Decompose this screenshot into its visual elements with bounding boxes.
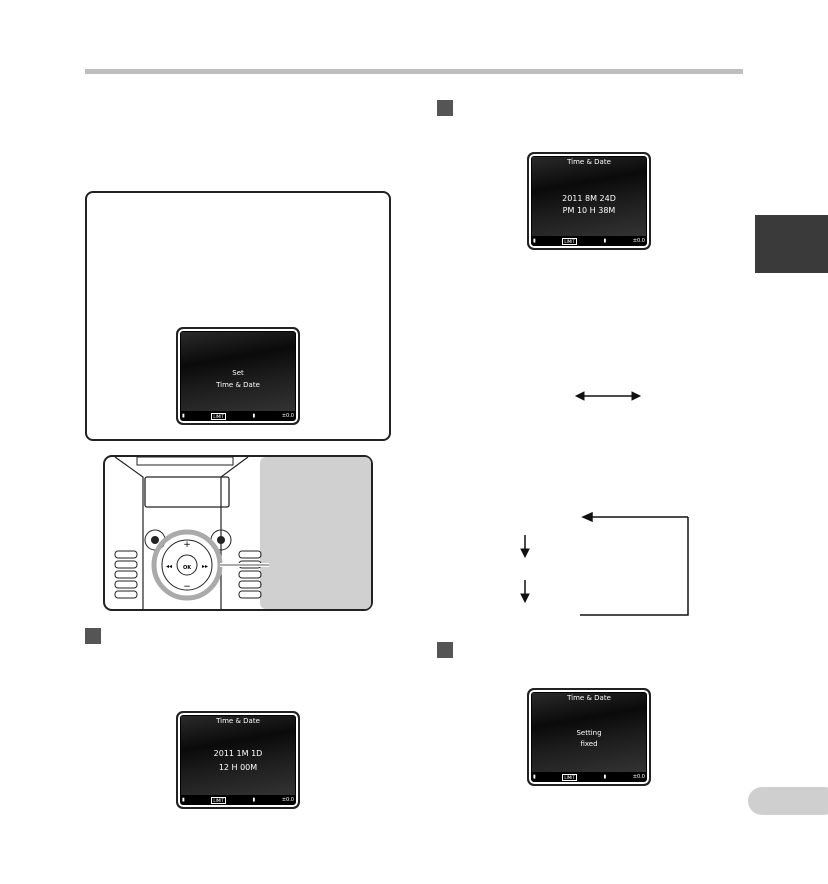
level-text: ±0.0 bbox=[632, 238, 645, 244]
step-marker bbox=[437, 100, 453, 116]
chapter-tab bbox=[755, 215, 828, 273]
display-time-date-year: Time & Date 2011 1M 1D 12 H 00M ▮LIMIT▮±… bbox=[176, 711, 300, 809]
plus-label: + bbox=[183, 540, 191, 550]
limit-badge: LIMIT bbox=[211, 796, 226, 804]
header-rule bbox=[85, 69, 743, 74]
status-bar: ▮LIMIT▮±0.0 bbox=[533, 773, 645, 781]
callout-box bbox=[85, 191, 391, 441]
screen-line: 2011 8M 24D bbox=[562, 194, 616, 203]
screen-line: 12 H 00M bbox=[218, 763, 258, 772]
screen-title: Time & Date bbox=[216, 717, 260, 725]
minus-label: − bbox=[183, 582, 191, 592]
down-arrow-icon bbox=[520, 535, 530, 604]
step-marker bbox=[437, 642, 453, 658]
recorder-illustration: + − OK ◂◂ ▸▸ bbox=[103, 455, 373, 611]
ok-label: OK bbox=[183, 565, 192, 571]
screen-line: Set bbox=[232, 369, 244, 377]
limit-badge: LIMIT bbox=[562, 237, 577, 245]
status-bar: ▮LIMIT▮±0.0 bbox=[533, 237, 645, 245]
level-text: ±0.0 bbox=[632, 774, 645, 780]
display-set-time-date: Set Time & Date ▮LIMIT▮±0.0 bbox=[176, 327, 300, 425]
screen-title: Time & Date bbox=[567, 158, 611, 166]
display-time-date-hour: Time & Date 2011 8M 24D PM 10 H 38M ▮LIM… bbox=[527, 152, 651, 250]
screen-line: Time & Date bbox=[216, 381, 260, 389]
level-text: ±0.0 bbox=[281, 413, 294, 419]
step-marker bbox=[85, 628, 101, 644]
screen-line: Setting bbox=[576, 729, 602, 737]
status-bar: ▮LIMIT▮±0.0 bbox=[182, 796, 294, 804]
limit-badge: LIMIT bbox=[211, 412, 226, 420]
level-text: ±0.0 bbox=[281, 797, 294, 803]
loop-arrow-icon bbox=[580, 511, 689, 616]
screen-title: Time & Date bbox=[567, 694, 611, 702]
svg-text:◂◂: ◂◂ bbox=[166, 563, 172, 570]
screen-line: fixed bbox=[580, 740, 598, 748]
status-bar: ▮LIMIT▮±0.0 bbox=[182, 412, 294, 420]
display-setting-fixed: Time & Date Setting fixed ▮LIMIT▮±0.0 bbox=[527, 688, 651, 786]
limit-badge: LIMIT bbox=[562, 773, 577, 781]
svg-text:▸▸: ▸▸ bbox=[202, 563, 208, 570]
screen-line: 2011 1M 1D bbox=[213, 749, 263, 758]
screen-line: PM 10 H 38M bbox=[562, 206, 616, 215]
page-number-pill bbox=[748, 787, 828, 815]
double-arrow-icon bbox=[574, 391, 642, 401]
